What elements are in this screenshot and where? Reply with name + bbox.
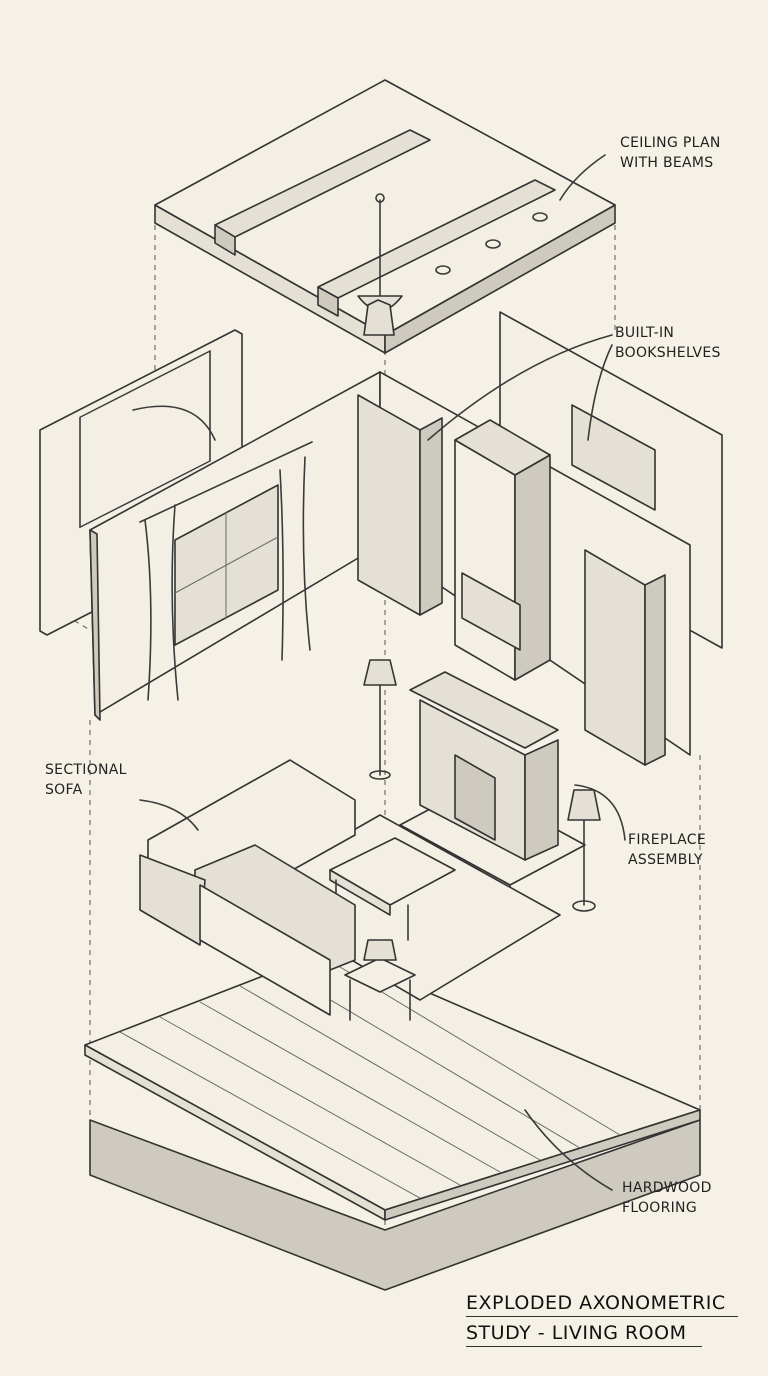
label-hardwood-flooring: HARDWOOD FLOORING bbox=[622, 1178, 712, 1218]
label-sectional-sofa: SECTIONAL SOFA bbox=[45, 760, 127, 800]
label-line: FIREPLACE bbox=[628, 832, 706, 848]
label-line: ASSEMBLY bbox=[628, 852, 703, 868]
front-walls bbox=[89, 371, 691, 766]
drawing-title-line-1: EXPLODED AXONOMETRIC bbox=[466, 1292, 738, 1317]
label-line: CEILING PLAN bbox=[620, 135, 721, 151]
label-line: SECTIONAL bbox=[45, 762, 127, 778]
label-line: BUILT-IN bbox=[615, 325, 675, 341]
leader-lines bbox=[132, 154, 626, 1191]
label-line: FLOORING bbox=[622, 1200, 697, 1216]
label-built-in-bookshelves: BUILT-IN BOOKSHELVES bbox=[615, 323, 721, 363]
label-line: SOFA bbox=[45, 782, 83, 798]
label-fireplace-assembly: FIREPLACE ASSEMBLY bbox=[628, 830, 706, 870]
floor-lamps bbox=[363, 299, 601, 912]
label-line: HARDWOOD bbox=[622, 1180, 712, 1196]
label-line: BOOKSHELVES bbox=[615, 345, 721, 361]
ceiling-slab bbox=[154, 79, 616, 354]
drawing-title-line-2: STUDY - LIVING ROOM bbox=[466, 1322, 702, 1347]
furniture bbox=[139, 759, 561, 1021]
floor-slabs bbox=[84, 949, 701, 1291]
label-line: WITH BEAMS bbox=[620, 155, 714, 171]
label-ceiling-plan: CEILING PLAN WITH BEAMS bbox=[620, 133, 721, 173]
